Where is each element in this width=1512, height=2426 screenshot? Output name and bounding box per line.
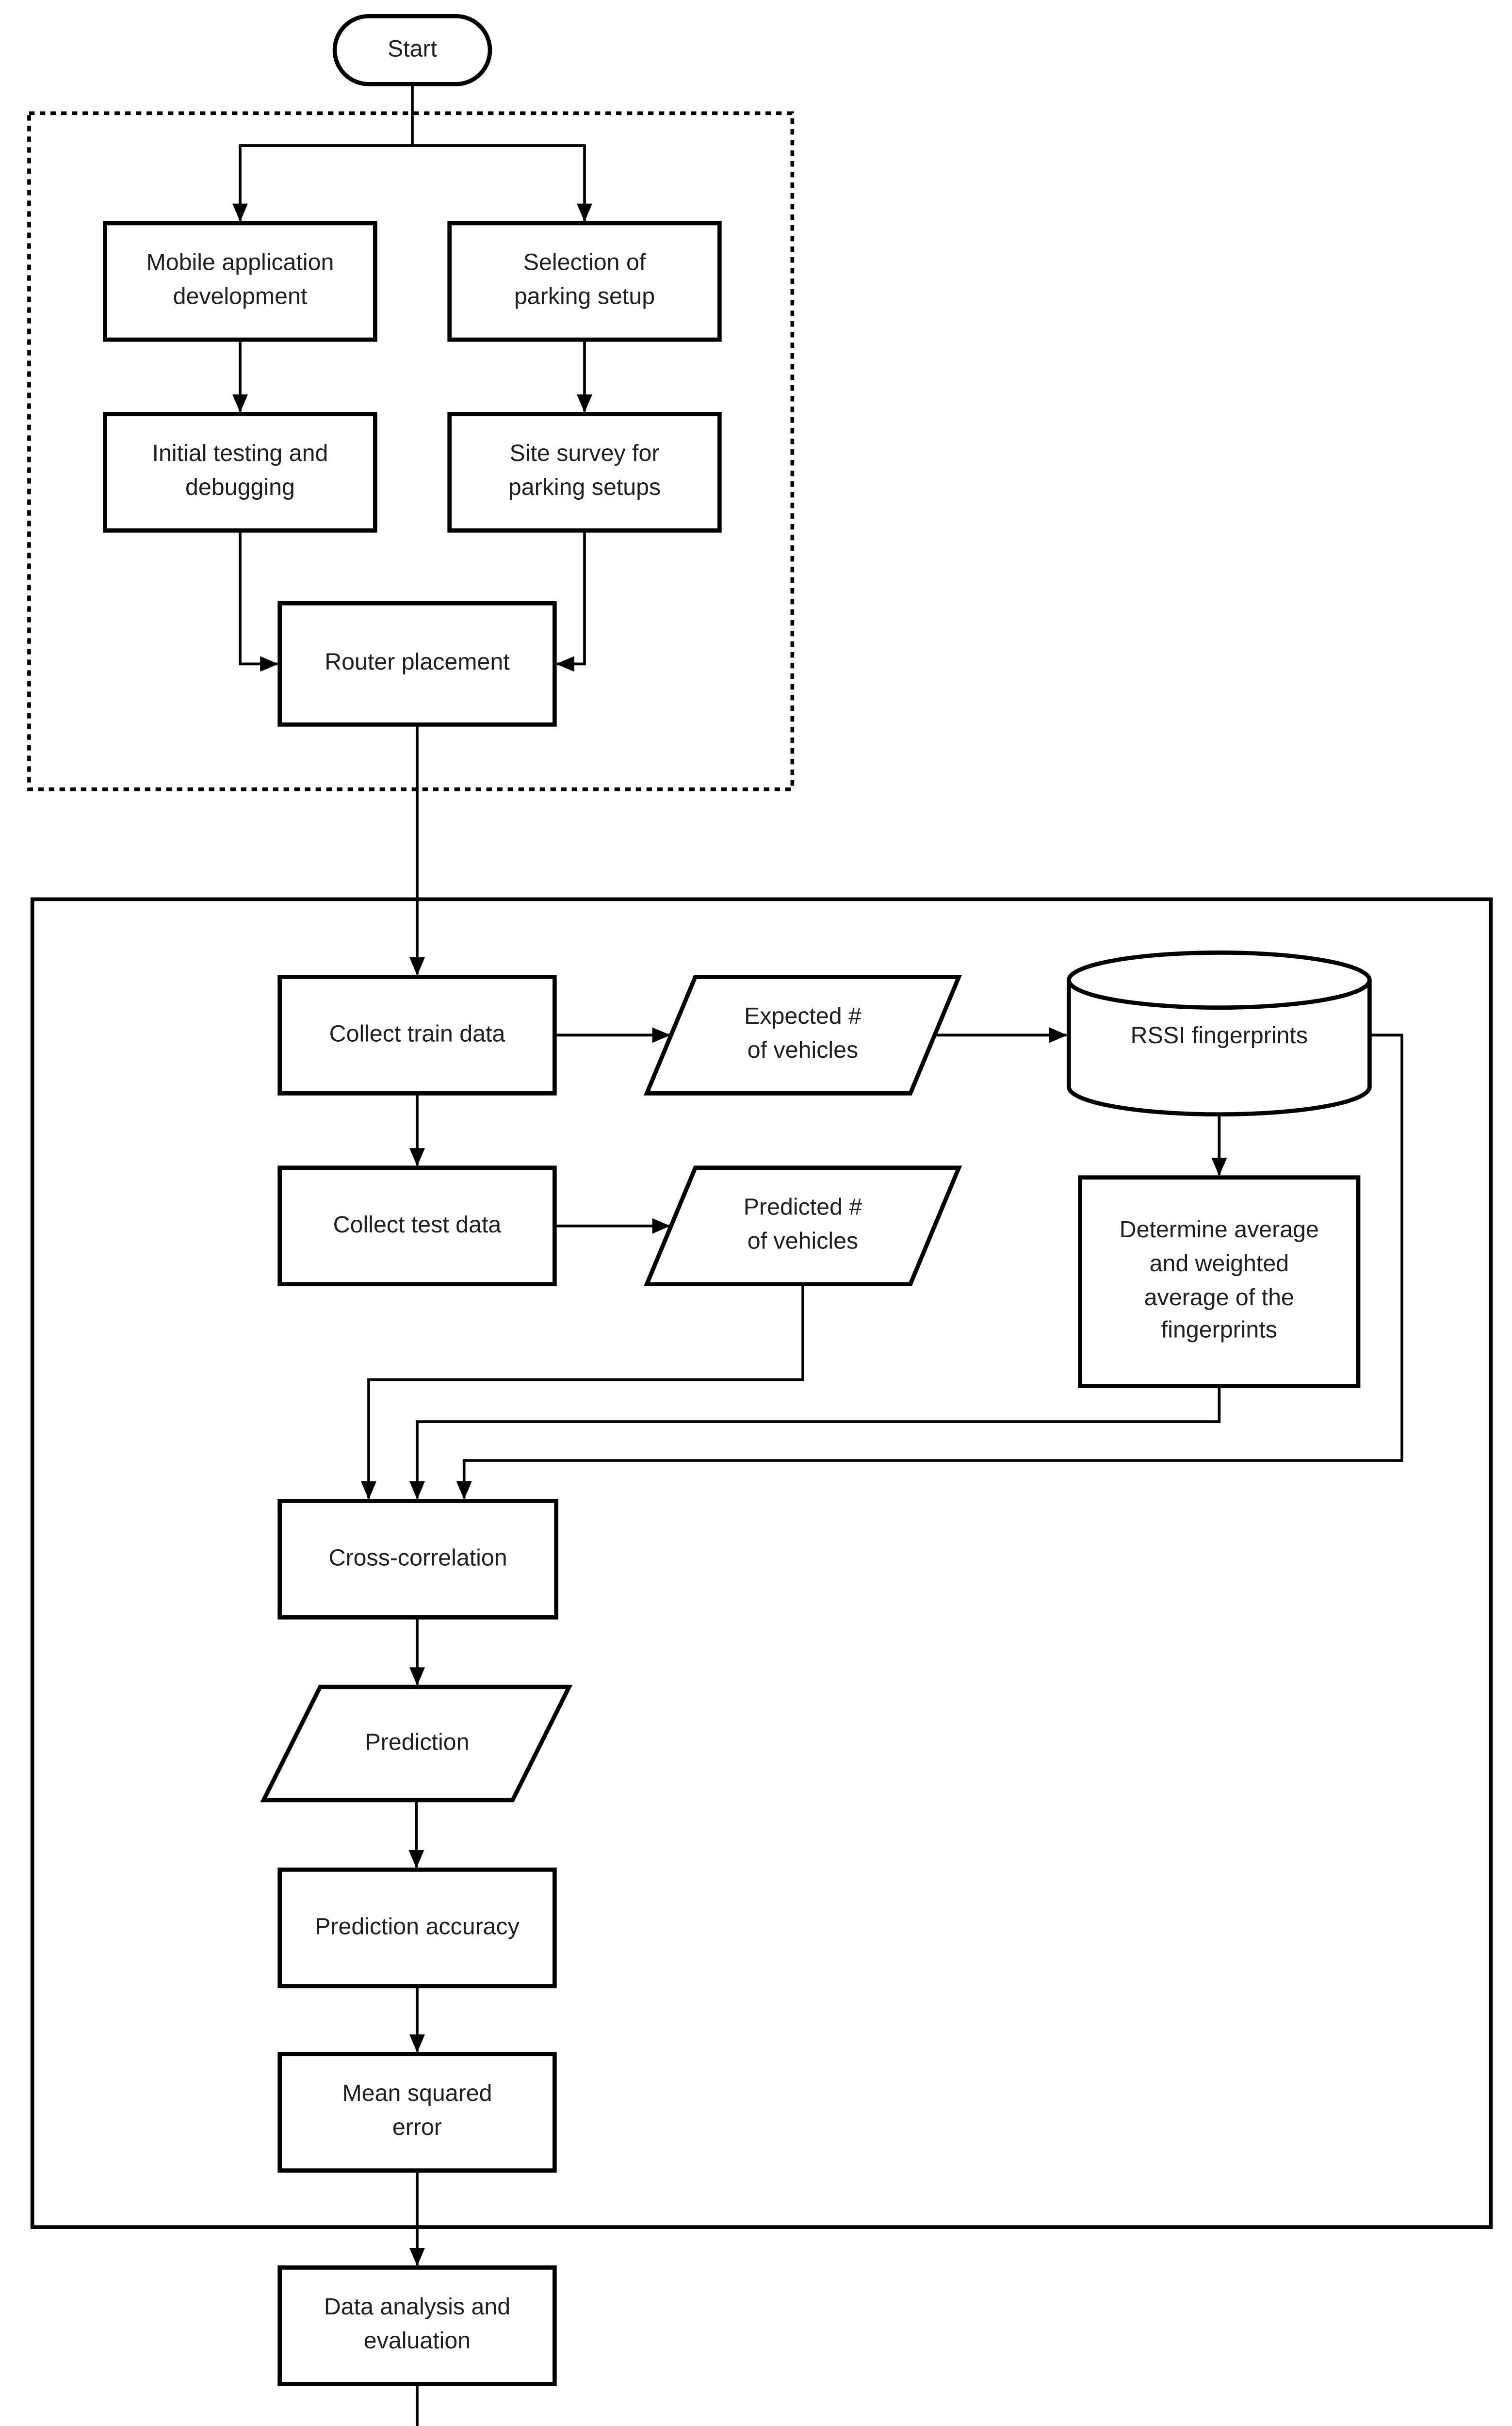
parking-selection-process-shape: [447, 221, 722, 342]
site-survey-process-shape: [447, 412, 722, 533]
expected-vehicles-data-shape: [643, 975, 962, 1096]
prediction-data-shape: [260, 1685, 573, 1803]
cross-correlation-process-shape: [277, 1499, 559, 1620]
mean-squared-error-process-shape: [277, 2052, 557, 2173]
mobile-dev-process-shape: [103, 221, 377, 342]
router-placement-process-shape: [277, 601, 557, 727]
rssi-fingerprints-cylinder-body: [1067, 980, 1372, 1117]
edge-determine-average-to-cross-correlation: [409, 1386, 1221, 1500]
determine-average-process-shape: [1078, 1175, 1361, 1389]
edge-initial-testing-to-router: [239, 530, 278, 672]
edge-rssi-to-cross-correlation: [456, 1033, 1403, 1500]
predicted-vehicles-data-shape: [643, 1165, 962, 1287]
data-analysis-process-shape: [277, 2265, 557, 2386]
edge-predicted-to-cross-correlation: [361, 1284, 804, 1500]
start-terminator-shape: [332, 14, 492, 86]
collect-test-process-shape: [277, 1165, 557, 1287]
edge-site-survey-to-router: [556, 530, 586, 672]
processing-phase-container: [30, 897, 1493, 2229]
setup-phase-dashed-container: [27, 111, 795, 791]
rssi-fingerprints-cylinder-top: [1067, 951, 1372, 1010]
prediction-accuracy-process-shape: [277, 1868, 557, 1988]
collect-train-process-shape: [277, 975, 557, 1096]
initial-testing-process-shape: [103, 412, 377, 533]
